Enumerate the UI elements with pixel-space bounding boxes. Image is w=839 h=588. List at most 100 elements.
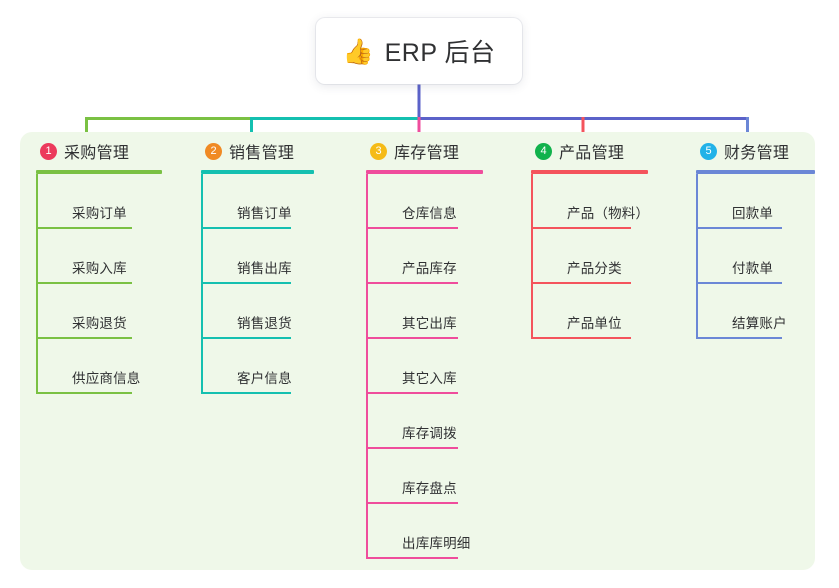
column-number-badge: 3 [370, 142, 387, 160]
leaf-node-rule [531, 337, 631, 339]
leaf-node-label: 销售出库 [237, 261, 292, 276]
root-node-title: ERP 后台 [384, 39, 496, 67]
leaf-node-rule [366, 227, 458, 229]
leaf-node[interactable]: 销售出库 [201, 229, 335, 284]
leaf-node-label: 采购入库 [72, 261, 127, 276]
leaf-node-rule [366, 392, 458, 394]
leaf-node[interactable]: 销售退货 [201, 284, 335, 339]
leaf-node-label: 库存盘点 [402, 481, 457, 496]
leaf-node[interactable]: 付款单 [696, 229, 815, 284]
leaf-node-label: 销售订单 [237, 206, 292, 221]
column-number-badge: 2 [205, 142, 222, 160]
leaf-node-label: 采购退货 [72, 316, 127, 331]
leaf-node-label: 产品单位 [567, 316, 622, 331]
leaf-node[interactable]: 产品库存 [366, 229, 500, 284]
leaf-node[interactable]: 客户信息 [201, 339, 335, 394]
column-库存管理: 3 库存管理仓库信息产品库存其它出库其它入库库存调拨库存盘点出库库明细 [350, 132, 500, 559]
leaf-node[interactable]: 仓库信息 [366, 174, 500, 229]
column-items: 仓库信息产品库存其它出库其它入库库存调拨库存盘点出库库明细 [366, 174, 500, 559]
leaf-node[interactable]: 供应商信息 [36, 339, 170, 394]
leaf-node-label: 销售退货 [237, 316, 292, 331]
leaf-node-rule [696, 227, 782, 229]
leaf-node-rule [201, 392, 291, 394]
column-title: 库存管理 [394, 145, 460, 162]
leaf-node-label: 付款单 [732, 261, 774, 276]
leaf-node[interactable]: 采购入库 [36, 229, 170, 284]
column-spine [531, 174, 533, 339]
column-items: 采购订单采购入库采购退货供应商信息 [36, 174, 170, 394]
column-items: 回款单付款单结算账户 [696, 174, 815, 339]
leaf-node-rule [366, 502, 458, 504]
leaf-node-label: 回款单 [732, 206, 774, 221]
leaf-node[interactable]: 回款单 [696, 174, 815, 229]
column-采购管理: 1 采购管理采购订单采购入库采购退货供应商信息 [20, 132, 170, 394]
column-header[interactable]: 3 库存管理 [350, 132, 500, 170]
leaf-node-rule [366, 282, 458, 284]
column-title: 采购管理 [64, 145, 130, 162]
leaf-node-label: 其它入库 [402, 371, 457, 386]
leaf-node-label: 采购订单 [72, 206, 127, 221]
column-header[interactable]: 5 财务管理 [680, 132, 815, 170]
column-title: 财务管理 [724, 145, 790, 162]
column-items: 销售订单销售出库销售退货客户信息 [201, 174, 335, 394]
leaf-node-label: 出库库明细 [402, 536, 471, 551]
column-header[interactable]: 1 采购管理 [20, 132, 170, 170]
leaf-node-rule [201, 282, 291, 284]
leaf-node-label: 其它出库 [402, 316, 457, 331]
column-header-rule [36, 170, 162, 174]
leaf-node[interactable]: 产品单位 [531, 284, 665, 339]
column-财务管理: 5 财务管理回款单付款单结算账户 [680, 132, 815, 339]
leaf-node[interactable]: 销售订单 [201, 174, 335, 229]
leaf-node-rule [36, 392, 132, 394]
leaf-node[interactable]: 结算账户 [696, 284, 815, 339]
column-title: 产品管理 [559, 145, 625, 162]
column-销售管理: 2 销售管理销售订单销售出库销售退货客户信息 [185, 132, 335, 394]
leaf-node-label: 结算账户 [732, 316, 787, 331]
leaf-node[interactable]: 库存盘点 [366, 449, 500, 504]
leaf-node-rule [36, 337, 132, 339]
leaf-node-label: 供应商信息 [72, 371, 141, 386]
leaf-node-rule [366, 557, 458, 559]
diagram-panel [20, 132, 815, 570]
leaf-node[interactable]: 其它出库 [366, 284, 500, 339]
leaf-node-rule [696, 282, 782, 284]
leaf-node-label: 客户信息 [237, 371, 292, 386]
column-spine [201, 174, 203, 394]
column-spine [696, 174, 698, 339]
leaf-node[interactable]: 产品分类 [531, 229, 665, 284]
leaf-node-rule [36, 282, 132, 284]
column-spine [366, 174, 368, 559]
column-header-rule [696, 170, 815, 174]
leaf-node-rule [201, 227, 291, 229]
leaf-node[interactable]: 采购订单 [36, 174, 170, 229]
leaf-node-label: 产品分类 [567, 261, 622, 276]
leaf-node-rule [696, 337, 782, 339]
column-header-rule [531, 170, 648, 174]
column-header-rule [201, 170, 314, 174]
leaf-node[interactable]: 采购退货 [36, 284, 170, 339]
leaf-node[interactable]: 库存调拨 [366, 394, 500, 449]
column-header-rule [366, 170, 483, 174]
leaf-node-rule [36, 227, 132, 229]
leaf-node[interactable]: 其它入库 [366, 339, 500, 394]
leaf-node-rule [201, 337, 291, 339]
column-container: 1 采购管理采购订单采购入库采购退货供应商信息 2 销售管理销售订单销售出库销售退货客… [20, 132, 815, 570]
root-node-card[interactable]: 👍 ERP 后台 [316, 18, 522, 84]
leaf-node-rule [366, 337, 458, 339]
column-spine [36, 174, 38, 394]
leaf-node-label: 产品库存 [402, 261, 457, 276]
leaf-node-label: 产品（物料） [567, 206, 650, 221]
thumbs-up-icon: 👍 [342, 37, 374, 66]
leaf-node[interactable]: 出库库明细 [366, 504, 500, 559]
column-number-badge: 5 [700, 142, 717, 160]
leaf-node[interactable]: 产品（物料） [531, 174, 665, 229]
leaf-node-label: 仓库信息 [402, 206, 457, 221]
column-number-badge: 1 [40, 142, 57, 160]
column-header[interactable]: 2 销售管理 [185, 132, 335, 170]
leaf-node-rule [531, 282, 631, 284]
leaf-node-label: 库存调拨 [402, 426, 457, 441]
column-title: 销售管理 [229, 145, 295, 162]
